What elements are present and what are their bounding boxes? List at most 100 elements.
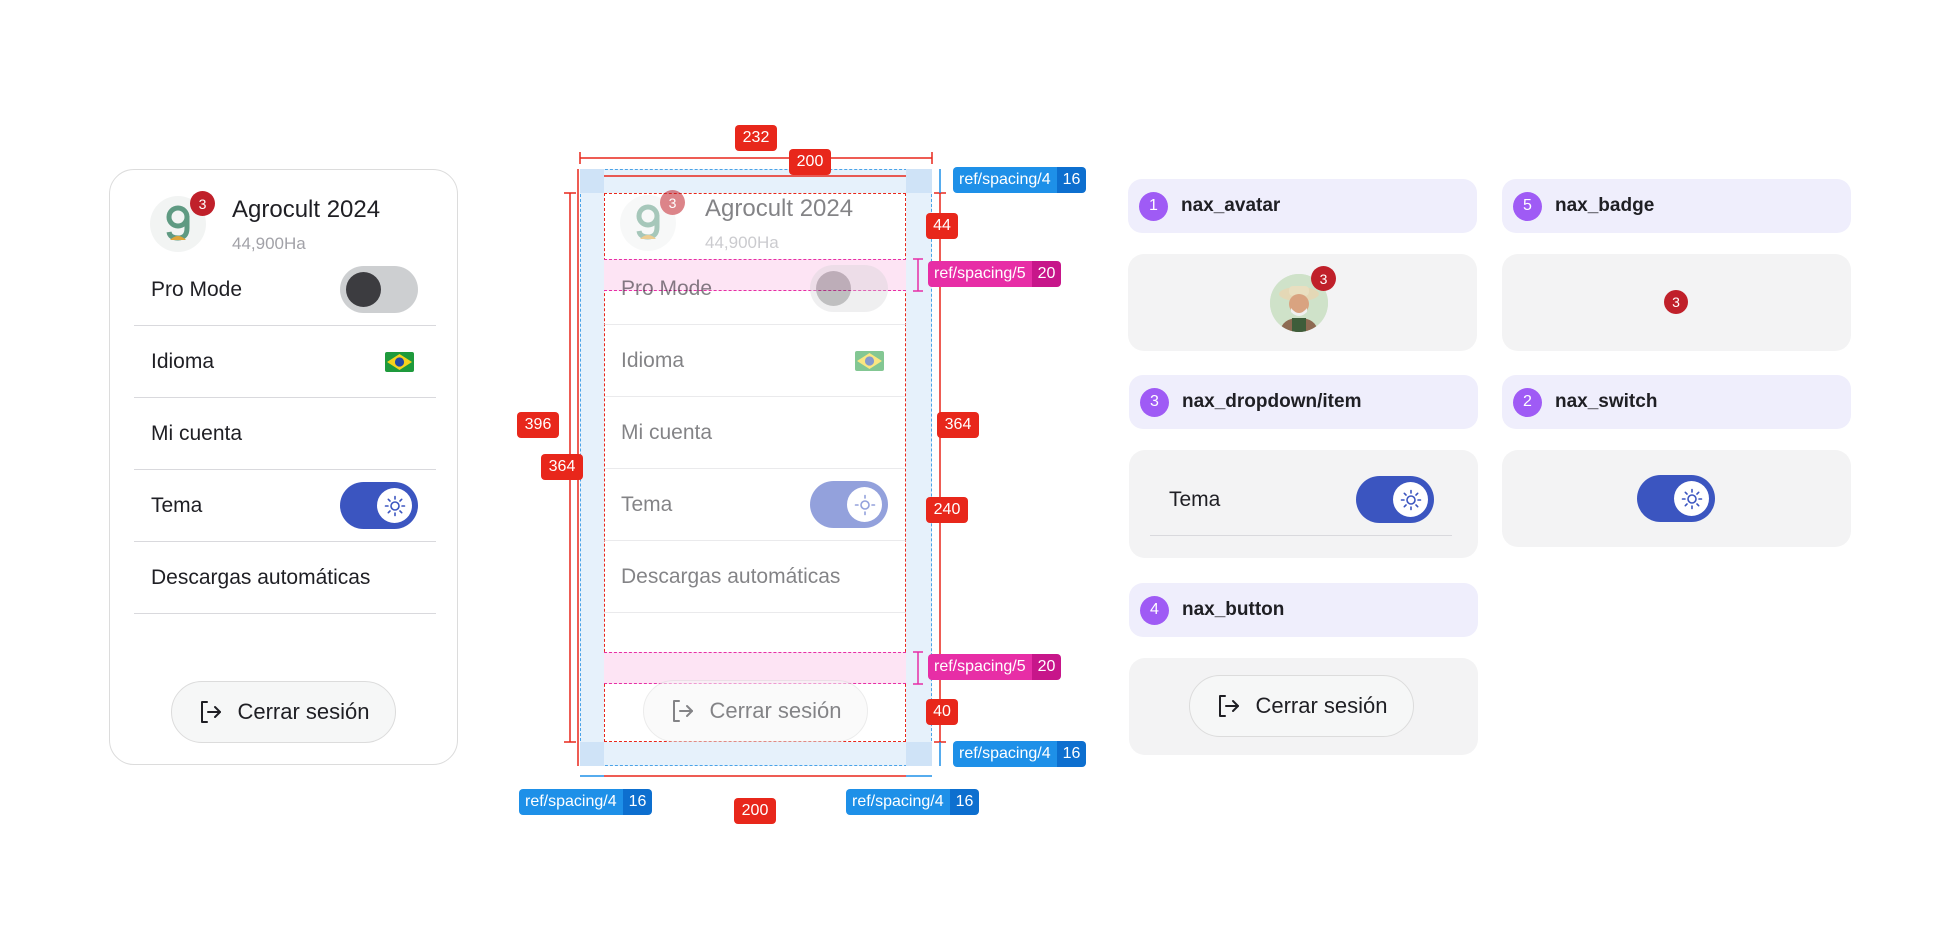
component-number: 5 xyxy=(1513,191,1542,221)
measure-header-height: 44 xyxy=(926,213,958,239)
menu-item-label: Descargas automáticas xyxy=(621,564,841,588)
badge-example-box: 3 xyxy=(1502,254,1851,351)
logout-button-example[interactable]: Cerrar sesión xyxy=(1189,675,1414,737)
token-name: ref/spacing/4 xyxy=(846,789,950,815)
logout-icon xyxy=(673,700,694,722)
component-name: nax_dropdown/item xyxy=(1182,391,1362,412)
menu-item-account[interactable]: Mi cuenta xyxy=(134,398,436,470)
sun-icon xyxy=(1400,489,1421,510)
component-name: nax_switch xyxy=(1555,391,1658,412)
menu-item-label: Mi cuenta xyxy=(151,421,243,445)
brazil-flag-icon xyxy=(385,351,414,372)
token-value: 16 xyxy=(949,789,980,815)
button-example-box: Cerrar sesión xyxy=(1129,658,1478,755)
menu-item-label: Tema xyxy=(621,492,673,516)
logout-icon xyxy=(201,701,222,723)
switch-example-box xyxy=(1502,450,1851,547)
menu-item-language: Idioma xyxy=(604,325,906,397)
user-avatar[interactable] xyxy=(1270,274,1328,332)
avatar-badge: 3 xyxy=(1311,266,1336,291)
corner-marker xyxy=(906,742,932,766)
component-name: nax_badge xyxy=(1555,195,1655,216)
logout-button[interactable]: Cerrar sesión xyxy=(171,681,396,743)
menu-item-theme[interactable]: Tema xyxy=(134,470,436,542)
menu-item-pro-mode: Pro Mode xyxy=(604,253,906,325)
menu-item-language[interactable]: Idioma xyxy=(134,326,436,398)
settings-menu-card: 3 Agrocult 2024 44,900Ha Pro Mode Idioma… xyxy=(109,169,458,765)
notification-badge: 3 xyxy=(660,190,685,215)
org-avatar[interactable]: 3 xyxy=(150,191,215,252)
menu-item-auto-downloads[interactable]: Descargas automáticas xyxy=(134,542,436,614)
switch-knob xyxy=(346,272,381,307)
agrocult-logo-icon xyxy=(636,204,660,240)
component-header-avatar: 1 nax_avatar xyxy=(1128,179,1477,233)
measure-button-height: 40 xyxy=(926,699,958,725)
menu-item-label: Mi cuenta xyxy=(621,420,713,444)
org-avatar: 3 xyxy=(620,190,685,251)
component-name: nax_avatar xyxy=(1181,195,1281,216)
notification-badge: 3 xyxy=(190,191,215,216)
token-value: 16 xyxy=(622,789,653,815)
menu-item-theme: Tema xyxy=(604,469,906,541)
token-value: 16 xyxy=(1056,741,1087,767)
component-number: 2 xyxy=(1513,387,1542,417)
component-name: nax_button xyxy=(1182,599,1285,620)
menu-item-auto-downloads: Descargas automáticas xyxy=(604,541,906,613)
menu-item-label: Pro Mode xyxy=(621,276,713,300)
menu-item-account: Mi cuenta xyxy=(604,397,906,469)
token-value: 16 xyxy=(1056,167,1087,193)
measure-total-width: 232 xyxy=(735,125,777,151)
measure-inner-height-left: 364 xyxy=(541,454,583,480)
brazil-flag-icon xyxy=(855,350,884,371)
menu-item-label: Idioma xyxy=(621,348,685,372)
theme-switch xyxy=(810,481,888,528)
component-header-switch: 2 nax_switch xyxy=(1502,375,1851,429)
corner-marker xyxy=(580,742,604,766)
switch-example[interactable] xyxy=(1637,475,1715,522)
component-number: 4 xyxy=(1140,595,1169,625)
badge-example: 3 xyxy=(1664,290,1688,314)
theme-switch[interactable] xyxy=(1356,476,1434,523)
org-area: 44,900Ha xyxy=(705,233,779,252)
measure-outer-height: 396 xyxy=(517,412,559,438)
token-name: ref/spacing/4 xyxy=(953,741,1057,767)
logout-label: Cerrar sesión xyxy=(709,698,842,723)
token-value: 20 xyxy=(1031,261,1062,287)
org-area: 44,900Ha xyxy=(232,234,306,253)
measure-list-height: 240 xyxy=(926,497,968,523)
component-header-dropdown-item: 3 nax_dropdown/item xyxy=(1129,375,1478,429)
farmer-photo-icon xyxy=(1270,274,1328,332)
switch-knob xyxy=(377,488,412,523)
token-name: ref/spacing/4 xyxy=(953,167,1057,193)
menu-item-label: Descargas automáticas xyxy=(151,565,371,589)
dropdown-item-example[interactable]: Tema xyxy=(1150,464,1452,536)
menu-item-label: Idioma xyxy=(151,349,215,373)
corner-marker xyxy=(580,169,604,193)
org-name: Agrocult 2024 xyxy=(705,195,854,222)
menu-item-pro-mode[interactable]: Pro Mode xyxy=(134,254,436,326)
sun-icon xyxy=(1681,488,1702,509)
measure-inner-width-top: 200 xyxy=(789,149,831,175)
token-name: ref/spacing/4 xyxy=(519,789,623,815)
pro-mode-switch xyxy=(810,265,888,312)
component-number: 3 xyxy=(1140,387,1169,417)
menu-item-label: Tema xyxy=(151,493,203,517)
sun-icon xyxy=(854,494,875,515)
switch-knob xyxy=(1674,481,1709,516)
token-value: 20 xyxy=(1031,654,1062,680)
measure-inner-width-bottom: 200 xyxy=(734,798,776,824)
token-name: ref/spacing/5 xyxy=(928,261,1032,287)
sun-icon xyxy=(384,495,405,516)
pro-mode-switch[interactable] xyxy=(340,266,418,313)
agrocult-logo-icon xyxy=(166,205,190,241)
menu-item-label: Pro Mode xyxy=(151,277,243,301)
menu-item-label: Tema xyxy=(1169,487,1221,511)
dropdown-item-example-box: Tema xyxy=(1129,450,1478,558)
theme-switch[interactable] xyxy=(340,482,418,529)
component-number: 1 xyxy=(1139,191,1168,221)
